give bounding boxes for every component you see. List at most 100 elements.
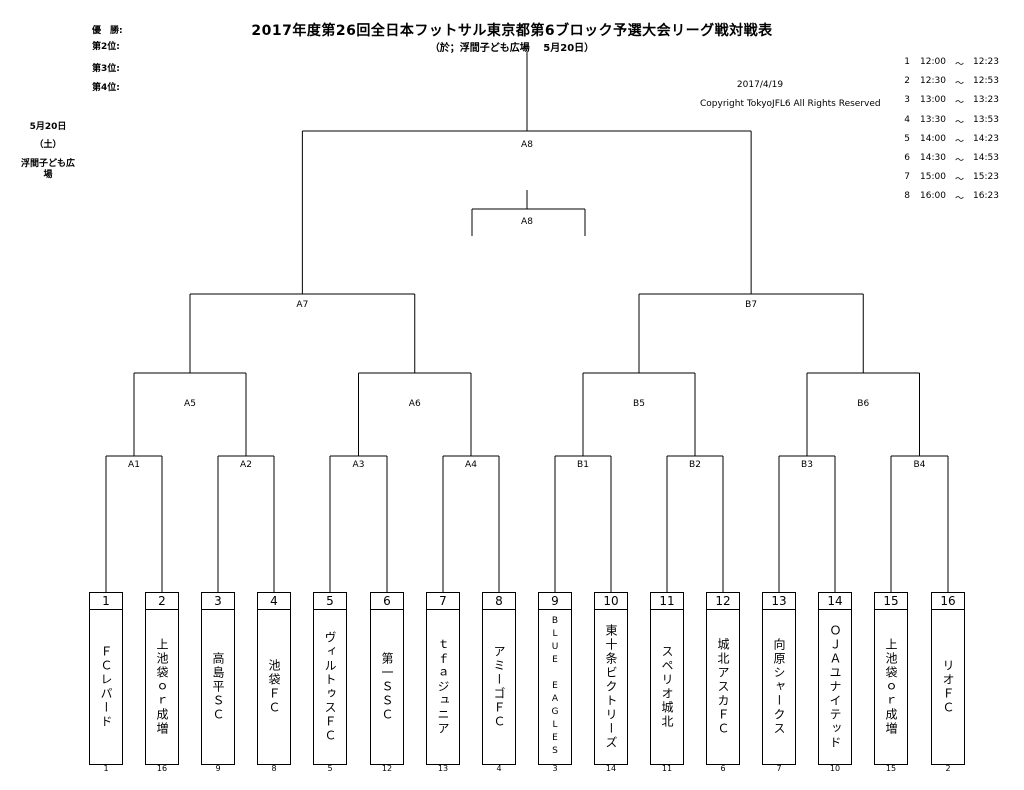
schedule-number: 3 xyxy=(904,95,910,106)
team-name: リオＦＣ xyxy=(941,659,955,715)
team-number: 5 xyxy=(313,592,347,610)
page-title: 2017年度第26回全日本フットサル東京都第6ブロック予選大会リーグ戦対戦表 xyxy=(251,23,773,39)
team-number: 6 xyxy=(370,592,404,610)
team-number: 1 xyxy=(89,592,123,610)
schedule-separator: ～ xyxy=(955,194,965,205)
team-seed: 8 xyxy=(271,764,277,773)
schedule-start-time: 12:30 xyxy=(920,76,946,87)
team-number: 2 xyxy=(145,592,179,610)
schedule-number: 6 xyxy=(904,153,910,163)
team-number: 16 xyxy=(931,592,965,610)
team-name: 向原シャークス xyxy=(772,638,786,736)
schedule-separator: ～ xyxy=(955,175,965,186)
team-number: 14 xyxy=(818,592,852,610)
team-name: ＦＣレパード xyxy=(99,645,113,729)
match-label-r2: A5 xyxy=(184,399,196,409)
match-label-r1: A4 xyxy=(465,460,477,470)
team-name: 第一ＳＳＣ xyxy=(380,652,394,722)
team-box: BLUE EAGLES xyxy=(538,610,572,765)
team-box: 第一ＳＳＣ xyxy=(370,610,404,765)
schedule-start-time: 16:00 xyxy=(920,191,946,202)
match-label-final: A8 xyxy=(521,140,533,150)
team-number: 4 xyxy=(257,592,291,610)
team-name: ヴィルトゥスＦＣ xyxy=(323,631,337,743)
team-number: 10 xyxy=(594,592,628,610)
team-number: 9 xyxy=(538,592,572,610)
schedule-start-time: 14:30 xyxy=(920,153,946,163)
schedule-start-time: 13:00 xyxy=(920,95,946,106)
schedule-separator: ～ xyxy=(955,136,965,147)
team-seed: 15 xyxy=(885,764,897,773)
schedule-number: 2 xyxy=(904,76,910,87)
team-name: 上池袋ｏｒ成増 xyxy=(884,638,898,736)
schedule-start-time: 12:00 xyxy=(920,57,946,67)
team-box: 上池袋ｏｒ成増 xyxy=(145,610,179,765)
team-number: 7 xyxy=(426,592,460,610)
team-number: 11 xyxy=(650,592,684,610)
team-seed: 1 xyxy=(103,764,109,773)
team-box: 高島平ＳＣ xyxy=(201,610,235,765)
schedule-end-time: 13:53 xyxy=(973,114,999,125)
team-seed: 12 xyxy=(381,764,393,773)
team-name: 上池袋ｏｒ成増 xyxy=(155,638,169,736)
team-box: リオＦＣ xyxy=(931,610,965,765)
team-seed: 11 xyxy=(661,764,673,773)
match-label-r2: B5 xyxy=(633,399,645,409)
match-label-r2: A6 xyxy=(409,399,421,409)
schedule-start-time: 13:30 xyxy=(920,114,946,125)
team-box: 東十条ビクトリーズ xyxy=(594,610,628,765)
team-box: スペリオ城北 xyxy=(650,610,684,765)
schedule-end-time: 14:53 xyxy=(973,153,999,163)
rank-second: 第2位: xyxy=(92,42,120,52)
schedule-end-time: 14:23 xyxy=(973,133,999,144)
team-name: アミーゴＦＣ xyxy=(492,645,506,729)
page-subtitle: （於；浮間子ども広場 5月20日） xyxy=(429,43,595,54)
schedule-row: 3 13:00 ～ 13:23 xyxy=(900,95,1010,109)
side-weekday: （土） xyxy=(34,140,62,150)
team-number: 12 xyxy=(706,592,740,610)
schedule-row: 2 12:30 ～ 12:53 xyxy=(900,76,1010,90)
team-seed: 2 xyxy=(945,764,951,773)
schedule-end-time: 15:23 xyxy=(973,172,999,183)
team-seed: 3 xyxy=(552,764,558,773)
team-box: ヴィルトゥスＦＣ xyxy=(313,610,347,765)
team-seed: 16 xyxy=(156,764,168,773)
schedule-number: 7 xyxy=(904,172,910,183)
team-number: 13 xyxy=(762,592,796,610)
team-name: BLUE EAGLES xyxy=(550,615,560,759)
schedule-separator: ～ xyxy=(955,98,965,109)
side-date: 5月20日 xyxy=(29,122,67,132)
schedule-end-time: 16:23 xyxy=(973,191,999,202)
match-label-r1: B2 xyxy=(689,460,701,470)
schedule-end-time: 12:53 xyxy=(973,76,999,87)
rank-winner: 優 勝: xyxy=(92,26,123,36)
match-label-semi: A7 xyxy=(296,300,308,310)
schedule-number: 1 xyxy=(904,57,910,67)
team-name: ＯＪＡユナイテッド xyxy=(828,624,842,750)
schedule-separator: ～ xyxy=(955,79,965,90)
team-box: 城北アスカＦＣ xyxy=(706,610,740,765)
side-venue: 浮間子ども広場 xyxy=(20,159,75,180)
schedule-end-time: 12:23 xyxy=(973,57,999,67)
team-name: 城北アスカＦＣ xyxy=(716,638,730,736)
schedule-row: 1 12:00 ～ 12:23 xyxy=(900,57,1010,70)
rank-fourth: 第4位: xyxy=(92,83,120,93)
team-box: 向原シャークス xyxy=(762,610,796,765)
schedule-separator: ～ xyxy=(955,156,965,166)
rank-third: 第3位: xyxy=(92,64,120,74)
team-name: 池袋ＦＣ xyxy=(267,659,281,715)
team-seed: 6 xyxy=(720,764,726,773)
team-seed: 14 xyxy=(605,764,617,773)
schedule-separator: ～ xyxy=(955,60,965,70)
match-label-r1: A1 xyxy=(128,460,140,470)
team-box: 上池袋ｏｒ成増 xyxy=(874,610,908,765)
schedule-number: 4 xyxy=(904,114,910,125)
schedule-end-time: 13:23 xyxy=(973,95,999,106)
copyright-notice: Copyright TokyoJFL6 All Rights Reserved xyxy=(700,99,881,109)
team-seed: 5 xyxy=(327,764,333,773)
team-seed: 9 xyxy=(215,764,221,773)
